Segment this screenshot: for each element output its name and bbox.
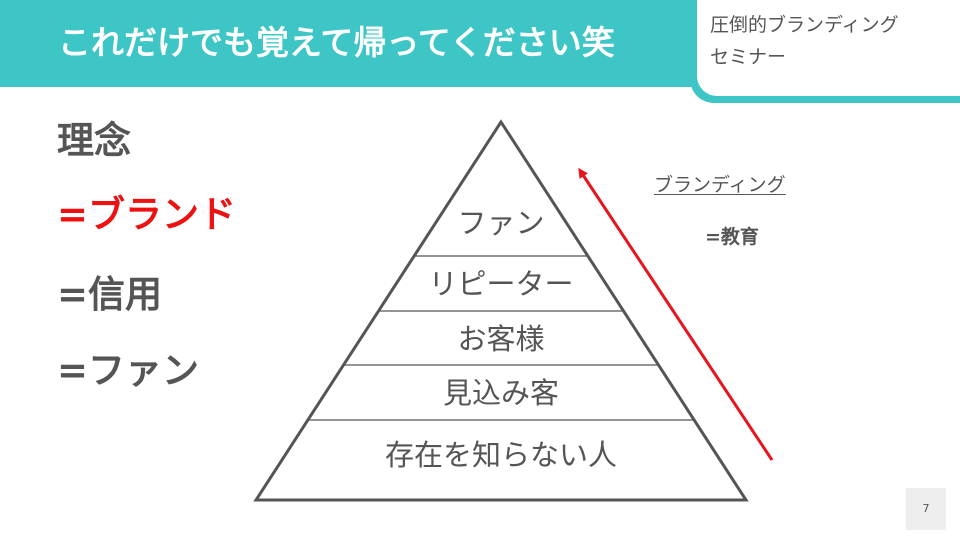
- page-number: 7: [922, 502, 930, 515]
- concept-trust: =信用: [57, 273, 163, 316]
- page-number-box: [906, 488, 946, 530]
- concept-philosophy: 理念: [57, 119, 131, 162]
- pyramid-level-repeater: リピーター: [428, 267, 574, 301]
- seminar-name-line1: 圧倒的ブランディング: [710, 14, 899, 36]
- pyramid-level-customer: お客様: [457, 322, 545, 356]
- pyramid-level-unaware: 存在を知らない人: [384, 438, 618, 472]
- growth-arrow: [578, 167, 774, 461]
- pyramid-level-prospect: 見込み客: [442, 376, 560, 410]
- pyramid-outline: [253, 119, 749, 502]
- concept-brand: =ブランド: [57, 193, 237, 236]
- branding-label: ブランディング: [654, 174, 786, 196]
- seminar-name-line2: セミナー: [710, 46, 787, 68]
- education-label: =教育: [705, 226, 759, 248]
- seminar-tab-inner: [697, 0, 960, 96]
- pyramid-level-fan: ファン: [457, 206, 545, 240]
- slide-title: これだけでも覚えて帰ってください笑: [58, 23, 615, 62]
- concept-fan: =ファン: [57, 349, 200, 392]
